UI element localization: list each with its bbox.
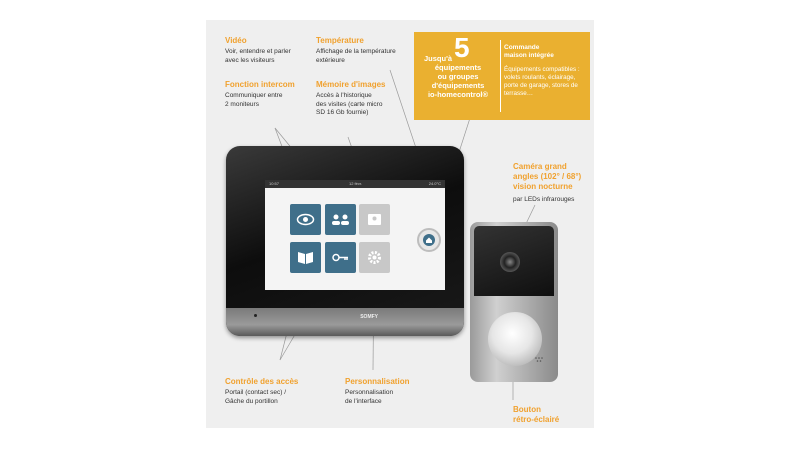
book-icon xyxy=(298,252,313,264)
bouton-title-line: rétro-éclairé xyxy=(513,415,560,424)
status-date: 12 févr. xyxy=(349,181,363,186)
home-button[interactable] xyxy=(417,228,441,252)
screen-statusbar: 10:57 12 févr. 24.0°C xyxy=(265,180,445,188)
callout-line: d'équipements xyxy=(431,81,485,90)
temperature-desc-line: Affichage de la température xyxy=(316,48,396,55)
intercom-desc: Communiquer entre 2 moniteurs xyxy=(225,92,282,109)
camera-desc: par LEDs infrarouges xyxy=(513,196,575,203)
camera-lens xyxy=(500,252,520,272)
bouton-title-line: Bouton xyxy=(513,405,541,414)
callout-line: Jusqu'à xyxy=(424,54,453,63)
status-temperature: 24.0°C xyxy=(428,181,441,186)
memoire-desc-line: SD 16 Gb fournie) xyxy=(316,109,369,116)
callout-line: équipements xyxy=(434,63,482,72)
camera-title-line: Caméra grand xyxy=(513,162,567,171)
camera-title-line: angles (102° / 68°) xyxy=(513,172,582,181)
acces-desc-line: Gâche du portillon xyxy=(225,397,278,405)
temperature-title: Température xyxy=(316,36,364,45)
callout-number: 5 xyxy=(454,32,470,63)
acces-title: Contrôle des accès xyxy=(225,377,299,386)
status-time: 10:57 xyxy=(269,181,280,186)
temperature-desc-line: extérieure xyxy=(316,56,345,64)
microphone-icon xyxy=(254,314,257,317)
tile-memory[interactable] xyxy=(359,204,390,235)
perso-desc: Personnalisation de l'interface xyxy=(345,389,393,406)
callout-line: io-homecontrol® xyxy=(427,90,489,99)
callout-right-title: Commande maison intégrée xyxy=(504,44,588,60)
callout-right-line: volets roulants, éclairage, xyxy=(504,74,576,81)
callout-right-title-line: Commande xyxy=(504,44,540,51)
callout-right-line: Équipements compatibles : xyxy=(504,66,580,73)
tile-video[interactable] xyxy=(290,204,321,235)
intercom-title: Fonction intercom xyxy=(225,80,295,89)
tile-intercom[interactable] xyxy=(325,204,356,235)
callout-divider xyxy=(500,40,501,112)
video-desc-line: avec les visiteurs xyxy=(225,56,275,64)
callout-right-line: terrasse… xyxy=(504,90,534,97)
perso-desc-line: Personnalisation xyxy=(345,389,394,396)
users-icon xyxy=(332,214,349,225)
brand-logo: SOMFY xyxy=(360,314,378,320)
camera-title-line: vision nocturne xyxy=(513,182,573,191)
contact-card-icon xyxy=(368,214,381,225)
callout-right-line: porte de garage, stores de xyxy=(504,82,578,89)
callout-line: ou groupes xyxy=(437,72,479,81)
tile-settings[interactable] xyxy=(359,242,390,273)
tile-access[interactable] xyxy=(325,242,356,273)
callout-left-text: Jusqu'à équipements ou groupes d'équipem… xyxy=(418,54,498,99)
bouton-title: Bouton rétro-éclairé xyxy=(513,405,559,425)
gear-icon xyxy=(368,251,381,264)
camera-title: Caméra grand angles (102° / 68°) vision … xyxy=(513,162,593,192)
key-icon xyxy=(332,253,348,262)
memoire-desc-line: Accès à l'historique xyxy=(316,92,372,99)
eye-icon xyxy=(296,213,315,226)
doorbell-button[interactable] xyxy=(488,312,542,366)
homecontrol-callout: 5 Jusqu'à équipements ou groupes d'équip… xyxy=(414,32,590,120)
perso-desc-line: de l'interface xyxy=(345,397,382,405)
perso-title: Personnalisation xyxy=(345,377,410,386)
monitor-base: SOMFY xyxy=(226,308,464,336)
video-desc-line: Voir, entendre et parler xyxy=(225,48,291,55)
home-icon xyxy=(423,234,435,246)
monitor-screen: 10:57 12 févr. 24.0°C xyxy=(265,180,445,290)
acces-desc-line: Portail (contact sec) / xyxy=(225,389,287,396)
tile-history[interactable] xyxy=(290,242,321,273)
temperature-desc: Affichage de la température extérieure xyxy=(316,48,396,65)
memoire-desc: Accès à l'historique des visites (carte … xyxy=(316,92,382,118)
intercom-desc-line: 2 moniteurs xyxy=(225,100,259,108)
video-title: Vidéo xyxy=(225,36,247,45)
speaker-grille-icon xyxy=(535,357,543,362)
intercom-desc-line: Communiquer entre xyxy=(225,92,283,99)
video-desc: Voir, entendre et parler avec les visite… xyxy=(225,48,291,65)
memoire-desc-line: des visites (carte micro xyxy=(316,100,383,108)
acces-desc: Portail (contact sec) / Gâche du portill… xyxy=(225,389,286,406)
callout-right-title-line: maison intégrée xyxy=(504,52,554,59)
memoire-title: Mémoire d'images xyxy=(316,80,386,89)
callout-right-text: Équipements compatibles : volets roulant… xyxy=(504,66,588,98)
